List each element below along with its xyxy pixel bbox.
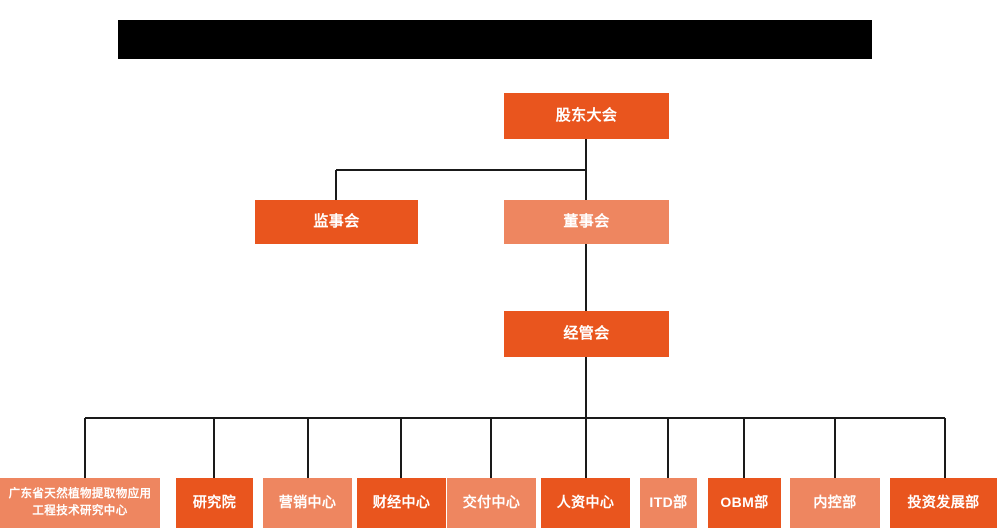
redacted-title-bar (118, 20, 872, 59)
node-dept-internal-control[interactable]: 内控部 (790, 478, 880, 528)
node-supervisory-board[interactable]: 监事会 (255, 200, 418, 244)
node-dept-investment-development[interactable]: 投资发展部 (890, 478, 997, 528)
node-dept-research-institute[interactable]: 研究院 (176, 478, 253, 528)
node-shareholders-meeting[interactable]: 股东大会 (504, 93, 669, 139)
node-dept-delivery-center[interactable]: 交付中心 (447, 478, 536, 528)
node-board-of-directors[interactable]: 董事会 (504, 200, 669, 244)
node-dept-itd[interactable]: ITD部 (640, 478, 697, 528)
node-dept-obm[interactable]: OBM部 (708, 478, 781, 528)
node-dept-research-center-guangdong[interactable]: 广东省天然植物提取物应用工程技术研究中心 (0, 478, 160, 528)
node-dept-finance-center[interactable]: 财经中心 (357, 478, 446, 528)
node-dept-marketing-center[interactable]: 营销中心 (263, 478, 352, 528)
node-dept-hr-center[interactable]: 人资中心 (541, 478, 630, 528)
node-management-committee[interactable]: 经管会 (504, 311, 669, 357)
